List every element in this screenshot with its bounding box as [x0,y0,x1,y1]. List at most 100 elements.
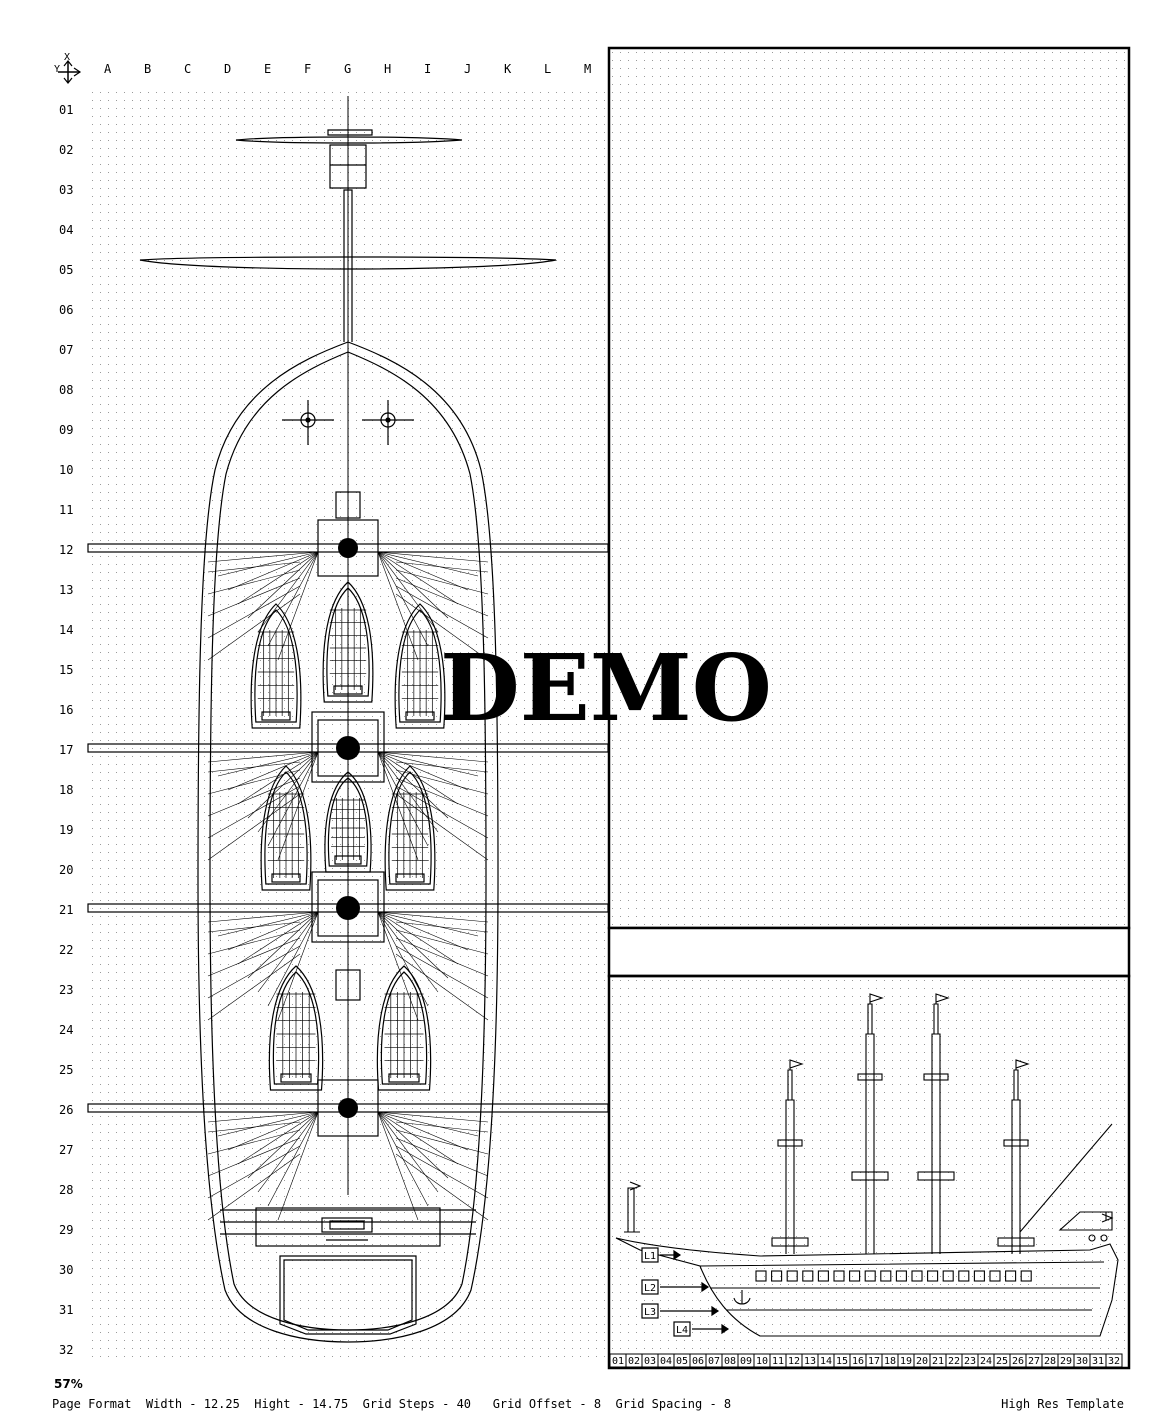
ships-boat [324,771,372,873]
column-label: A [104,62,112,76]
template-name: High Res Template [1001,1397,1124,1411]
capstan-port [282,400,334,445]
scale-label: 13 [804,1356,816,1367]
column-label: I [424,62,431,76]
sprit-topsail-yard [235,136,463,144]
scale-label: 10 [756,1356,768,1367]
column-label: D [224,62,231,76]
ships-boat [268,965,324,1091]
row-label: 07 [59,343,73,357]
row-label: 27 [59,1143,73,1157]
column-label: C [184,62,191,76]
row-label: 06 [59,303,73,317]
mast-top [317,519,379,577]
side-mast [851,993,889,1254]
level-label: L4 [676,1325,688,1336]
side-view-grid [610,978,1128,1354]
notes-grid [610,50,1128,928]
scale-label: 16 [852,1356,864,1367]
capstan-starboard [362,400,414,445]
column-label: L [544,62,551,76]
ships-boat [250,603,302,729]
row-label: 15 [59,663,73,677]
scale-label: 32 [1108,1356,1120,1367]
mast-top [317,719,379,777]
scale-label: 17 [868,1356,880,1367]
scale-label: 21 [932,1356,944,1367]
page-format-info: Page Format Width - 12.25 Hight - 14.75 … [52,1397,732,1411]
row-label: 22 [59,943,73,957]
scale-label: 18 [884,1356,896,1367]
ships-boat [394,603,446,729]
scale-label: 27 [1028,1356,1040,1367]
spritsail-yard [139,256,557,270]
helm [321,1217,373,1233]
row-label: 31 [59,1303,73,1317]
scale-label: 01 [612,1356,624,1367]
level-label: L1 [644,1251,656,1262]
row-label: 20 [59,863,73,877]
side-mast [771,1059,809,1254]
axis-x-label: X [64,52,70,63]
row-label: 05 [59,263,73,277]
scale-label: 15 [836,1356,848,1367]
column-label: M [584,62,591,76]
column-label: H [384,62,391,76]
mast-positions [336,538,360,1118]
row-label: 23 [59,983,73,997]
scale-label: 26 [1012,1356,1024,1367]
axis-y-label: Y [54,64,60,75]
zoom-level: 57% [54,1377,83,1391]
scale-label: 30 [1076,1356,1088,1367]
scale-label: 05 [676,1356,688,1367]
row-label: 25 [59,1063,73,1077]
row-label: 26 [59,1103,73,1117]
side-mast [917,993,955,1254]
row-label: 08 [59,383,73,397]
row-label: 28 [59,1183,73,1197]
row-label: 13 [59,583,73,597]
ships-boat [322,581,374,703]
side-mast [997,1059,1035,1254]
scale-label: 11 [772,1356,784,1367]
column-label: F [304,62,311,76]
scale-label: 19 [900,1356,912,1367]
side-hull [615,1237,1119,1337]
hull-outline [197,341,499,1343]
scale-label: 14 [820,1356,832,1367]
level-label: L3 [644,1307,656,1318]
row-label: 04 [59,223,73,237]
mizzenmast-head [336,896,360,920]
caption-strip [607,926,1131,978]
row-label: 21 [59,903,73,917]
scale-label: 28 [1044,1356,1056,1367]
row-label: 30 [59,1263,73,1277]
ships-boat [376,965,432,1091]
stern-cabin [279,1255,417,1335]
row-label: 19 [59,823,73,837]
column-label: J [464,62,471,76]
row-label: 14 [59,623,73,637]
jiggermast-head [338,1098,358,1118]
ships-boat [260,765,312,891]
mast-top [317,1079,379,1137]
level-label: L2 [644,1283,656,1294]
scale-label: 03 [644,1356,656,1367]
scale-label: 22 [948,1356,960,1367]
scale-label: 31 [1092,1356,1104,1367]
row-label: 10 [59,463,73,477]
column-label: B [144,62,151,76]
scale-label: 04 [660,1356,672,1367]
row-label: 24 [59,1023,73,1037]
scale-label: 02 [628,1356,640,1367]
row-label: 32 [59,1343,73,1357]
scale-label: 07 [708,1356,720,1367]
row-label: 01 [59,103,73,117]
scale-label: 29 [1060,1356,1072,1367]
row-label: 16 [59,703,73,717]
row-label: 18 [59,783,73,797]
column-label: E [264,62,271,76]
side-view-panel [607,974,1131,1370]
